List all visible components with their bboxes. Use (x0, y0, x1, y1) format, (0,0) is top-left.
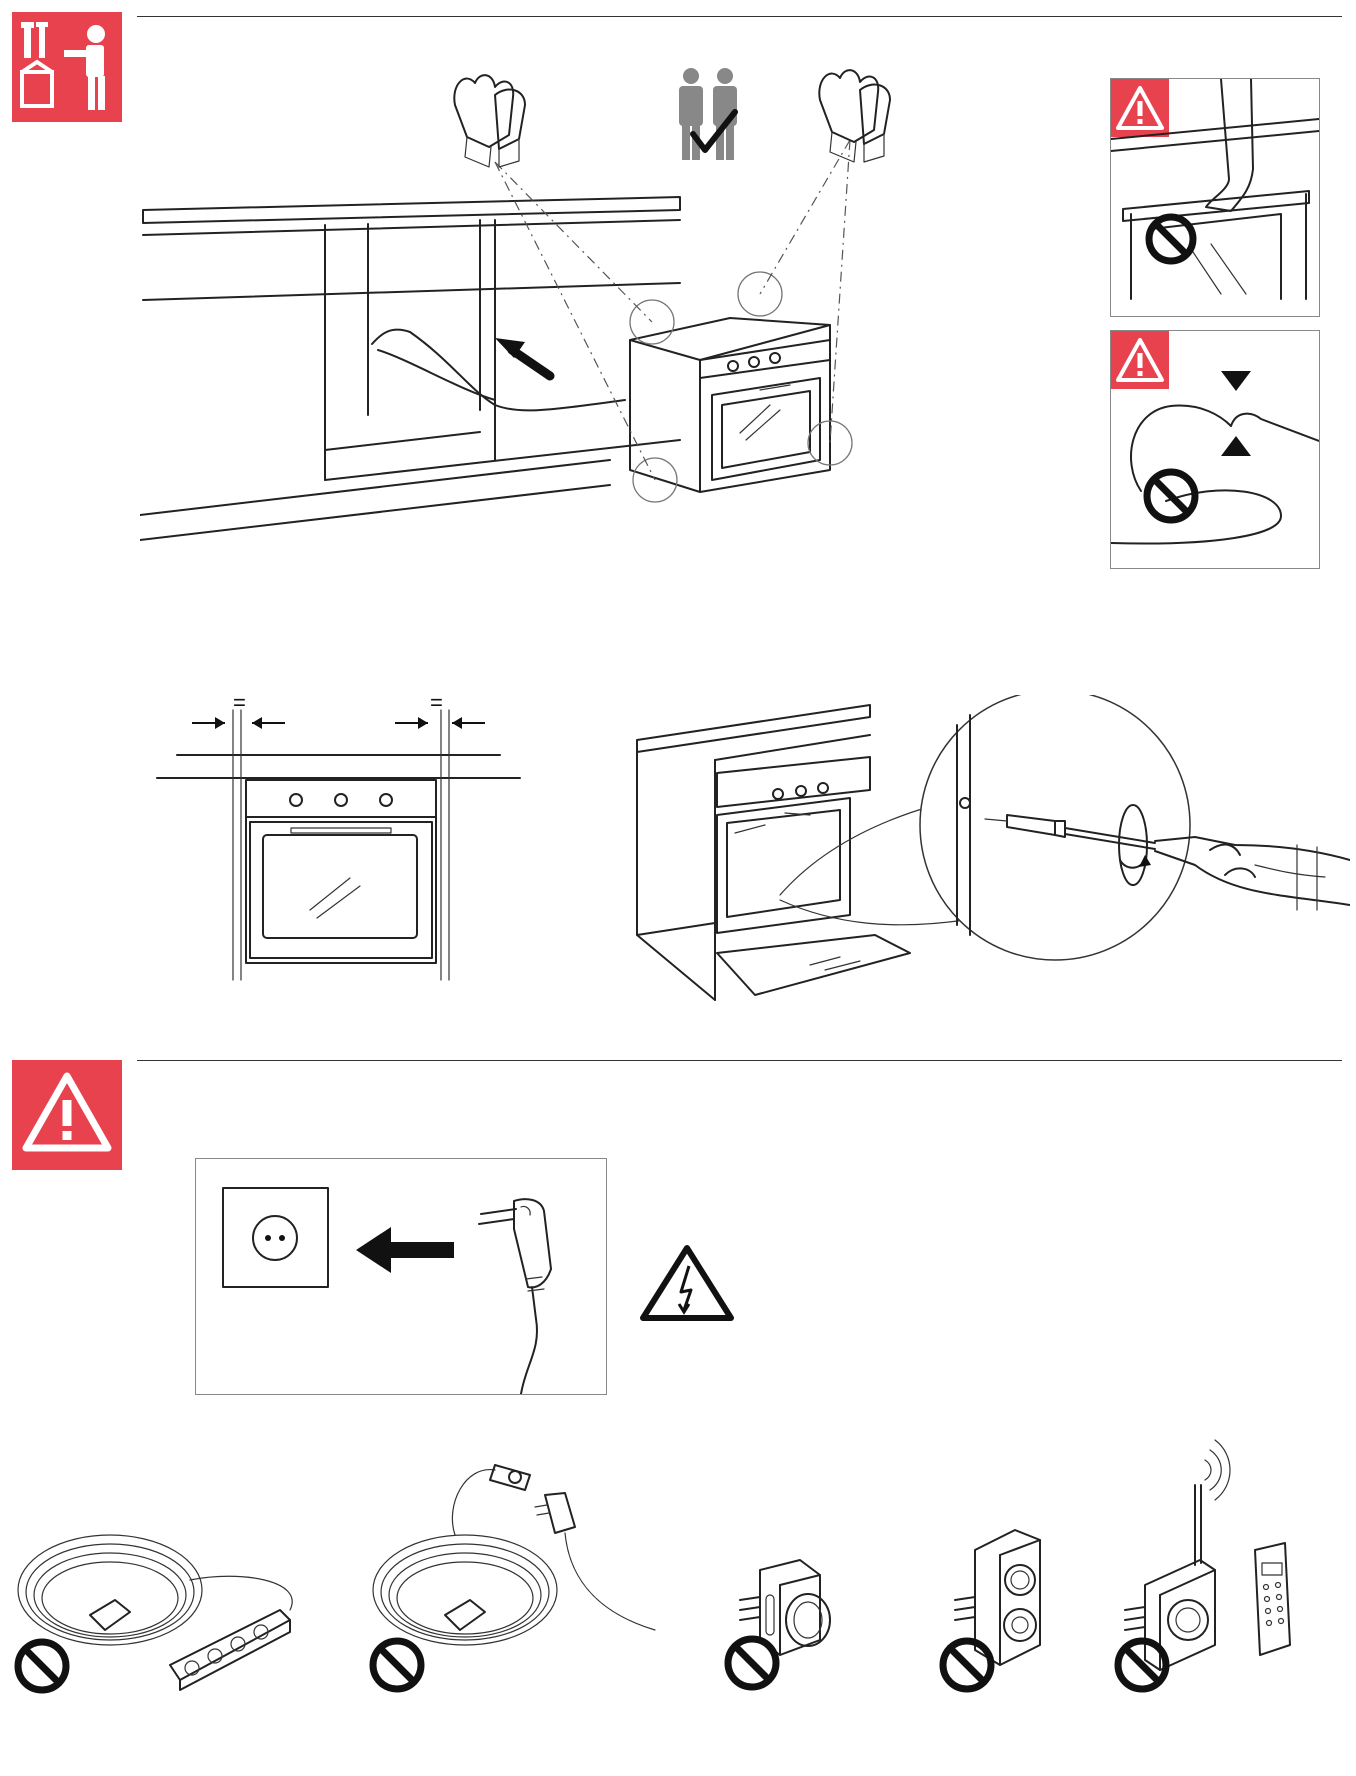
oven-screw-fixing-illustration (635, 695, 1350, 1015)
prohibited-timer-adapter (935, 1525, 1065, 1695)
prohibited-extension-power-strip (10, 1520, 310, 1700)
prohibited-plug-adapter (720, 1555, 860, 1695)
two-persons-icon (679, 68, 737, 160)
prohibited-extension-cord (365, 1455, 665, 1705)
warning-triangle-icon (12, 1060, 122, 1170)
unplug-before-work-panel (195, 1158, 607, 1395)
tools-installer-icon (12, 12, 122, 122)
section-divider-top (137, 16, 1342, 17)
warning-panel-cable (1110, 330, 1320, 569)
oven-insertion-illustration (140, 60, 960, 560)
oven-centering-diagram (155, 700, 525, 985)
section-divider-electrical (137, 1060, 1342, 1061)
electric-shock-icon (637, 1242, 737, 1322)
prohibited-remote-socket (1110, 1435, 1310, 1700)
warning-panel-handle (1110, 78, 1320, 317)
